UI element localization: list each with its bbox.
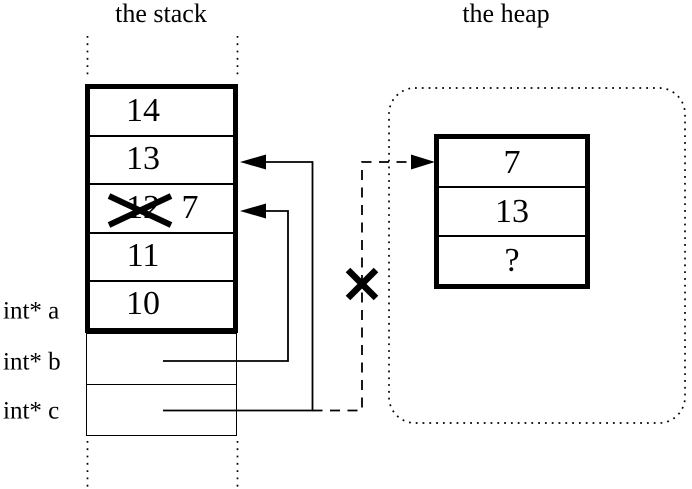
stack-cell-value: 11: [126, 236, 160, 274]
crossed-out-old-value: 12: [126, 188, 160, 226]
stack-title: the stack: [115, 0, 207, 28]
stack-cell: 13: [90, 135, 233, 183]
stack-cell: 14: [90, 89, 233, 135]
broken-link-cross-icon: [345, 267, 379, 301]
stack-cell-value: 10: [126, 284, 160, 322]
stack-cell-b: [87, 334, 236, 385]
arrowhead-c-icon: [240, 154, 266, 170]
stack-cell: 10: [90, 279, 233, 328]
stack-cell-overwritten: 12 7: [90, 183, 233, 231]
stack-cell: 11: [90, 231, 233, 280]
replacement-value: 7: [181, 188, 199, 226]
stack-frame-box: 14 13 12 7 11 10: [85, 84, 238, 333]
heap-title: the heap: [462, 0, 550, 28]
arrowhead-heap-icon: [411, 154, 435, 170]
pointer-var-label-c: int* c: [3, 397, 60, 425]
stack-cell-c: [87, 385, 236, 436]
heap-cell-value: ?: [439, 235, 585, 284]
heap-cell-value: 13: [439, 186, 585, 235]
pointer-var-label-a: int* a: [3, 297, 60, 325]
stack-cell-value: 13: [126, 140, 160, 178]
heap-cell-value: 7: [503, 143, 521, 181]
pointer-variable-cells: [86, 333, 237, 436]
heap-object-box: 7 13 ?: [434, 134, 590, 289]
stack-cell-value: 14: [126, 92, 160, 130]
arrowhead-b-icon: [240, 203, 266, 219]
dashed-old-heap-pointer: [312, 161, 409, 412]
pointer-var-label-b: int* b: [3, 348, 61, 376]
